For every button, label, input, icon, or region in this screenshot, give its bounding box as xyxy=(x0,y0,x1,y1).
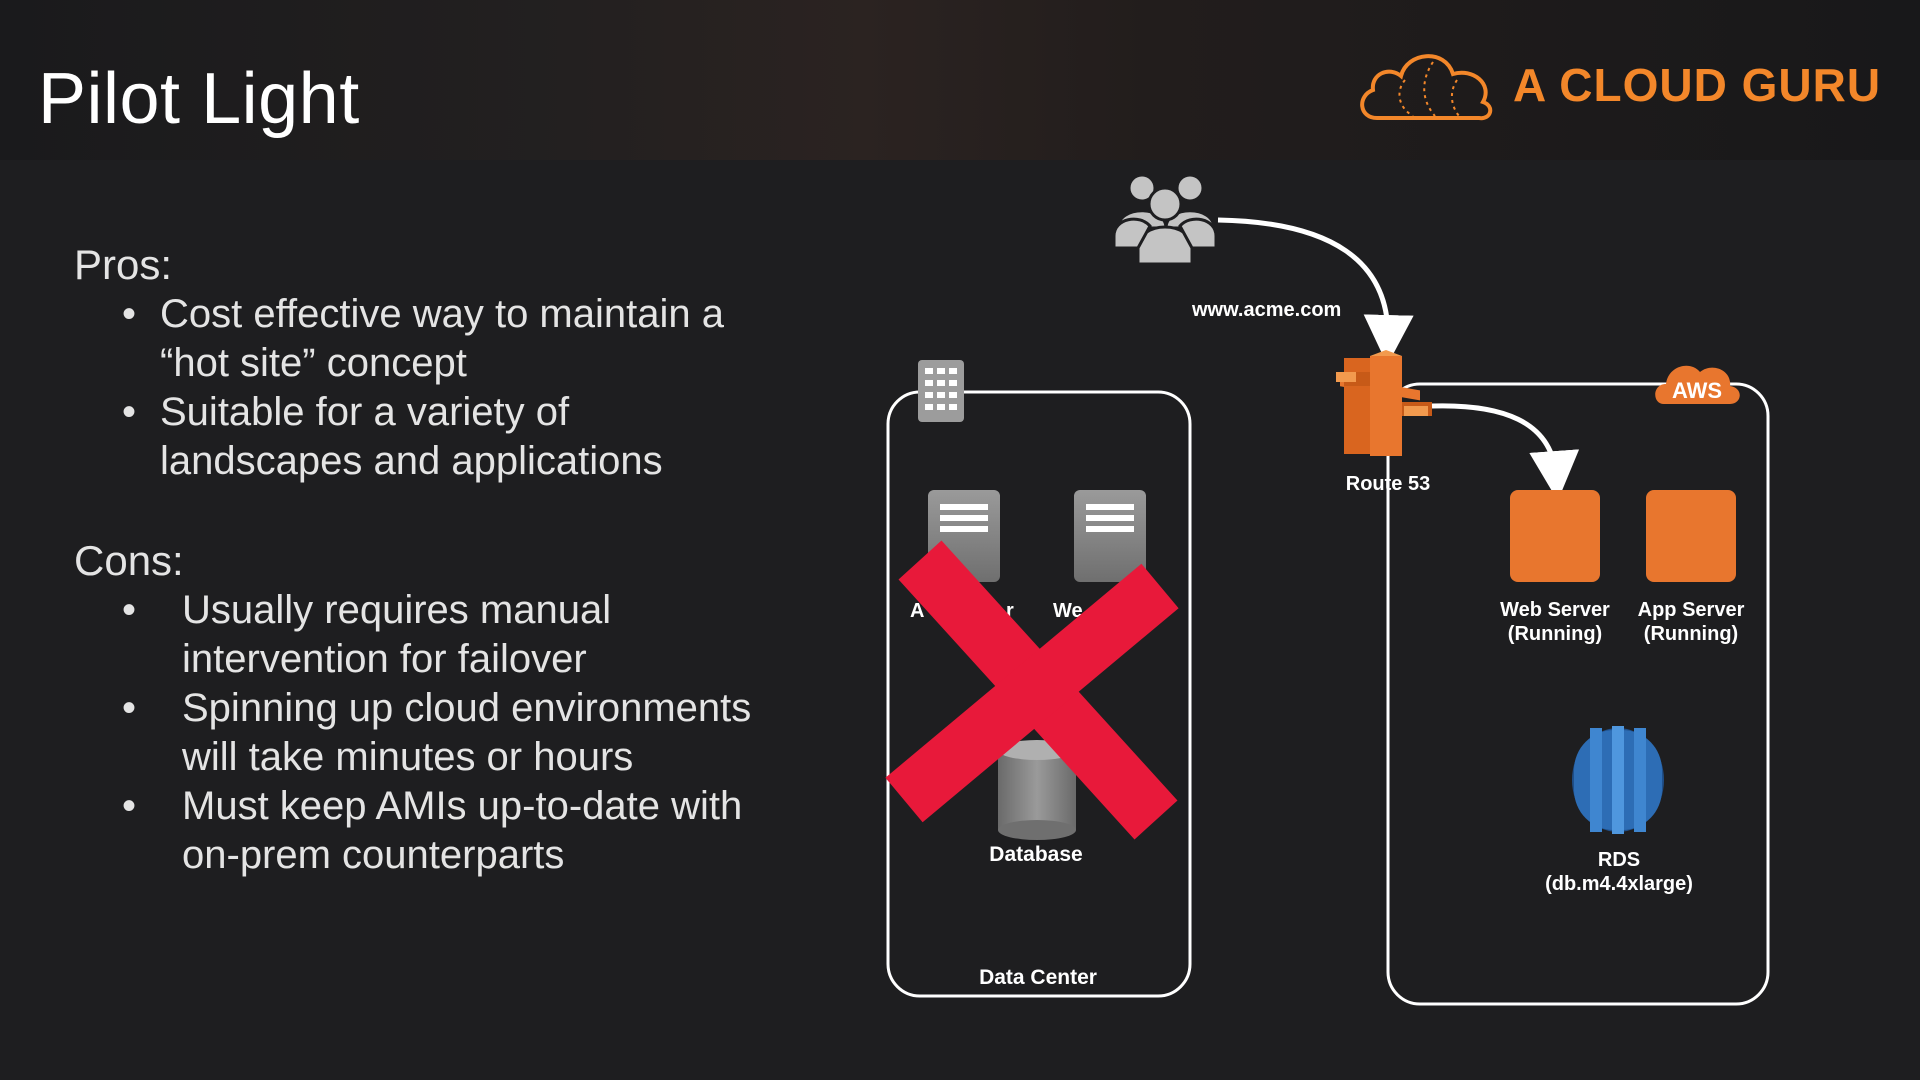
cons-item-text: Usually requires manual intervention for… xyxy=(182,588,612,681)
pros-item: • Cost effective way to maintain a “hot s… xyxy=(74,290,774,388)
pros-label: Pros: xyxy=(74,241,173,288)
app-server-aws-state: (Running) xyxy=(1644,623,1738,645)
route53-icon xyxy=(1336,350,1432,456)
cons-list: • Usually requires manual intervention fo… xyxy=(74,586,774,880)
slide-title: Pilot Light xyxy=(38,59,360,139)
pros-list: • Cost effective way to maintain a “hot s… xyxy=(74,290,774,486)
cons-item-text: Spinning up cloud environments will take… xyxy=(182,686,752,779)
users-to-route53-arrow xyxy=(1217,217,1414,365)
aws-badge: AWS xyxy=(1672,378,1722,403)
pros-cons-panel: Pros: • Cost effective way to maintain a … xyxy=(74,240,774,880)
datacenter-box xyxy=(886,390,1192,998)
bullet-icon: • xyxy=(122,390,137,434)
rds-instance-label: (db.m4.4xlarge) xyxy=(1545,873,1693,895)
bullet-icon: • xyxy=(122,784,137,828)
brand-logo: A CLOUD GURU xyxy=(1355,40,1880,130)
bullet-icon: • xyxy=(122,686,137,730)
datacenter-label: Data Center xyxy=(979,966,1097,989)
aws-cloud-icon xyxy=(1655,365,1740,404)
bullet-icon: • xyxy=(122,292,137,336)
web-server-aws-state: (Running) xyxy=(1508,623,1602,645)
route53-to-webserver-arrow xyxy=(1431,403,1580,501)
cons-item: • Spinning up cloud environments will tak… xyxy=(74,684,774,782)
rds-label: RDS xyxy=(1598,849,1640,871)
cons-item: • Usually requires manual intervention fo… xyxy=(74,586,774,684)
building-icon xyxy=(918,360,964,422)
pros-item: • Suitable for a variety of landscapes an… xyxy=(74,388,774,486)
cons-label: Cons: xyxy=(74,537,184,584)
failure-x-icon xyxy=(885,540,1179,840)
web-server-onprem-label: We xyxy=(1053,600,1083,622)
web-server-aws-icon xyxy=(1510,490,1600,582)
brand-name: A CLOUD GURU xyxy=(1513,59,1882,111)
pros-item-text: Suitable for a variety of landscapes and… xyxy=(160,390,663,483)
database-label: Database xyxy=(989,843,1082,866)
cons-item: • Must keep AMIs up-to-date with on-prem … xyxy=(74,782,774,880)
rds-icon xyxy=(1572,726,1664,834)
database-icon xyxy=(998,740,1076,840)
users-icon xyxy=(1112,173,1218,266)
web-server-aws-label: Web Server xyxy=(1500,599,1610,621)
route53-label: Route 53 xyxy=(1346,473,1430,495)
app-server-aws-label: App Server xyxy=(1638,599,1745,621)
app-server-onprem-label: A xyxy=(910,600,924,622)
bullet-icon: • xyxy=(122,588,137,632)
slide-header xyxy=(0,0,1920,160)
pros-item-text: Cost effective way to maintain a “hot si… xyxy=(160,292,724,385)
aws-region-box xyxy=(1386,382,1770,1006)
app-server-onprem-label-end: r xyxy=(1006,600,1014,622)
app-server-aws-icon xyxy=(1646,490,1736,582)
cloud-logo-icon xyxy=(1360,54,1493,121)
cons-item-text: Must keep AMIs up-to-date with on-prem c… xyxy=(182,784,743,877)
url-label: www.acme.com xyxy=(1191,299,1341,321)
web-server-onprem-icon xyxy=(1074,490,1146,582)
